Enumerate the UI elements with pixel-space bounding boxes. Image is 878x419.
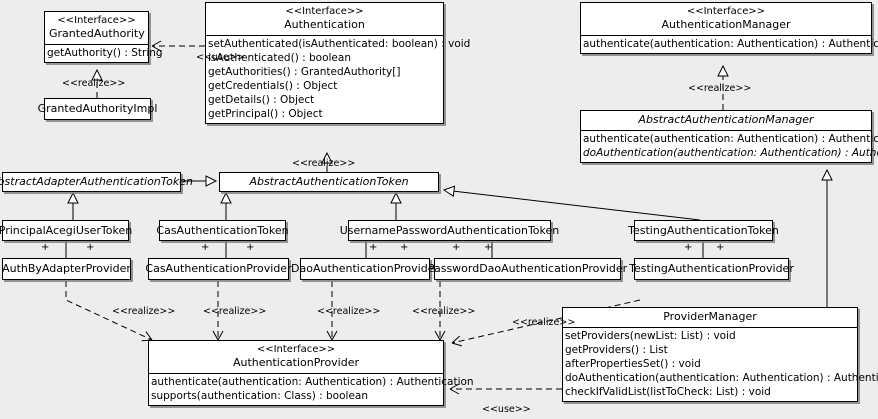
operation: getProviders() : List xyxy=(565,344,668,356)
class-header: ProviderManager xyxy=(563,308,857,327)
class-abstract-authentication-manager[interactable]: AbstractAuthenticationManager authentica… xyxy=(580,110,878,163)
class-operations: authenticate(authentication: Authenticat… xyxy=(581,35,878,53)
edge-label-realize-passworddao: <<realize>> xyxy=(412,306,476,317)
class-operations: getAuthority() : String xyxy=(45,44,163,62)
class-principal-acegi-user-token[interactable]: PrincipalAcegiUserToken xyxy=(0,220,132,241)
class-header: <<Interface>> AuthenticationProvider xyxy=(149,341,443,373)
class-authentication[interactable]: <<Interface>> Authentication setAuthenti… xyxy=(205,2,471,124)
class-auth-by-adapter-provider[interactable]: AuthByAdapterProvider xyxy=(2,258,131,280)
edge-label-realize-abstractauthenticationtoken: <<realize>> xyxy=(292,158,356,169)
multiplicity-plus: + xyxy=(201,242,210,253)
class-name: AbstractAdapterAuthenticationToken xyxy=(0,175,193,188)
stereotype-label: <<Interface>> xyxy=(57,15,136,26)
class-name: ProviderManager xyxy=(663,310,757,323)
operation: getCredentials() : Object xyxy=(208,80,338,92)
class-name: UsernamePasswordAuthenticationToken xyxy=(339,223,560,237)
multiplicity-plus: + xyxy=(86,242,95,253)
operation: getDetails() : Object xyxy=(208,94,315,106)
operation: doAuthentication(authentication: Authent… xyxy=(565,372,878,384)
operation: afterPropertiesSet() : void xyxy=(565,358,701,370)
class-granted-authority-impl[interactable]: GrantedAuthorityImpl xyxy=(38,98,157,120)
edge-label-use-authentication-grantedauthority: <<use>> xyxy=(196,52,245,63)
class-cas-authentication-token[interactable]: CasAuthenticationToken xyxy=(156,220,289,241)
class-testing-authentication-provider[interactable]: TestingAuthenticationProvider xyxy=(629,258,794,280)
multiplicity-plus: + xyxy=(684,242,693,253)
class-header: <<Interface>> AuthenticationManager xyxy=(581,3,871,35)
operation: authenticate(authentication: Authenticat… xyxy=(583,133,878,145)
class-operations: authenticate(authentication: Authenticat… xyxy=(149,373,474,405)
multiplicity-plus: + xyxy=(400,242,409,253)
class-name: AuthenticationManager xyxy=(661,18,791,31)
edge-label-realize-grantedauthorityimpl: <<realize>> xyxy=(62,78,126,89)
class-name: CasAuthenticationToken xyxy=(156,223,289,237)
class-name: AuthenticationProvider xyxy=(232,356,360,369)
class-provider-manager[interactable]: ProviderManager setProviders(newList: Li… xyxy=(562,307,878,402)
class-name: AuthByAdapterProvider xyxy=(2,262,131,275)
operation: authenticate(authentication: Authenticat… xyxy=(583,38,878,50)
class-name: PrincipalAcegiUserToken xyxy=(0,223,133,237)
class-header: <<Interface>> Authentication xyxy=(206,3,443,35)
multiplicity-plus: + xyxy=(369,242,378,253)
class-name: DaoAuthenticationProvider xyxy=(291,262,439,275)
class-header: AbstractAuthenticationManager xyxy=(581,111,871,130)
operation: getAuthority() : String xyxy=(47,47,163,59)
edge-label-realize-abstractauthenticationmanager: <<realize>> xyxy=(688,83,752,94)
class-authentication-provider[interactable]: <<Interface>> AuthenticationProvider aut… xyxy=(148,340,474,406)
multiplicity-plus: + xyxy=(716,242,725,253)
class-dao-authentication-provider[interactable]: DaoAuthenticationProvider xyxy=(291,258,439,280)
class-header: <<Interface>> GrantedAuthority xyxy=(45,12,148,44)
class-granted-authority[interactable]: <<Interface>> GrantedAuthority getAuthor… xyxy=(44,11,163,63)
class-authentication-manager[interactable]: <<Interface>> AuthenticationManager auth… xyxy=(580,2,878,54)
edge-label-realize-authbyadapter: <<realize>> xyxy=(112,306,176,317)
class-name: GrantedAuthority xyxy=(49,27,145,40)
class-name: TestingAuthenticationToken xyxy=(628,223,779,237)
edge-label-use-providermanager: <<use>> xyxy=(482,404,531,415)
operation: getPrincipal() : Object xyxy=(208,108,323,120)
multiplicity-plus: + xyxy=(484,242,493,253)
class-username-password-authentication-token[interactable]: UsernamePasswordAuthenticationToken xyxy=(340,220,559,241)
operation: setAuthenticated(isAuthenticated: boolea… xyxy=(208,38,471,50)
edge-generalize-testingauthenticationtoken xyxy=(444,190,701,221)
operation: isAuthenticated() : boolean xyxy=(208,52,351,64)
stereotype-label: <<Interface>> xyxy=(285,6,364,17)
operation: setProviders(newList: List) : void xyxy=(565,330,736,342)
class-name: PasswordDaoAuthenticationProvider xyxy=(427,262,628,275)
class-operations: setProviders(newList: List) : void getPr… xyxy=(563,327,878,401)
edge-label-realize-dao: <<realize>> xyxy=(317,306,381,317)
class-name: Authentication xyxy=(284,18,365,31)
class-password-dao-authentication-provider[interactable]: PasswordDaoAuthenticationProvider xyxy=(428,258,627,280)
class-testing-authentication-token[interactable]: TestingAuthenticationToken xyxy=(628,220,779,241)
multiplicity-plus: + xyxy=(452,242,461,253)
operation: getAuthorities() : GrantedAuthority[] xyxy=(208,66,401,78)
class-operations: setAuthenticated(isAuthenticated: boolea… xyxy=(206,35,471,123)
class-cas-authentication-provider[interactable]: CasAuthenticationProvider xyxy=(145,258,292,280)
edge-label-realize-testing: <<realize>> xyxy=(512,317,576,328)
class-operations: authenticate(authentication: Authenticat… xyxy=(581,130,878,162)
class-abstract-adapter-authentication-token[interactable]: AbstractAdapterAuthenticationToken xyxy=(0,172,193,192)
multiplicity-plus: + xyxy=(41,242,50,253)
stereotype-label: <<Interface>> xyxy=(256,344,336,355)
operation: authenticate(authentication: Authenticat… xyxy=(151,376,474,388)
operation: doAuthentication(authentication: Authent… xyxy=(583,147,878,159)
class-abstract-authentication-token[interactable]: AbstractAuthenticationToken xyxy=(219,172,439,192)
multiplicity-plus: + xyxy=(246,242,255,253)
stereotype-label: <<Interface>> xyxy=(686,6,766,17)
edge-label-realize-cas: <<realize>> xyxy=(203,306,267,317)
class-name: GrantedAuthorityImpl xyxy=(37,102,158,115)
class-name: AbstractAuthenticationToken xyxy=(249,175,409,188)
class-name: TestingAuthenticationProvider xyxy=(629,262,794,275)
class-name: AbstractAuthenticationManager xyxy=(638,113,814,126)
operation: checkIfValidList(listToCheck: List) : vo… xyxy=(565,386,771,398)
class-name: CasAuthenticationProvider xyxy=(145,262,292,275)
operation: supports(authentication: Class) : boolea… xyxy=(151,390,368,402)
